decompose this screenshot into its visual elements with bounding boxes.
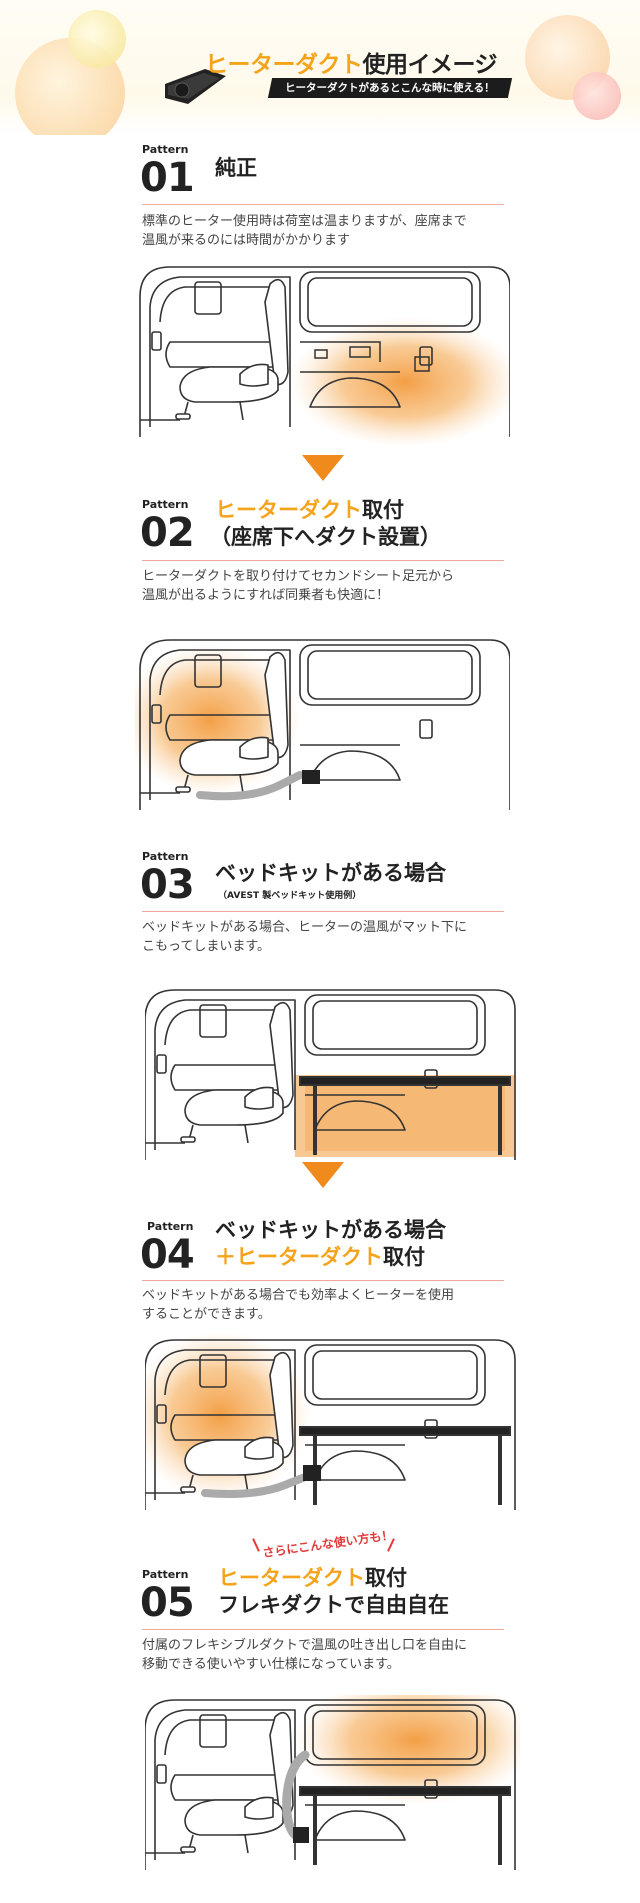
section-title: 純正 (215, 156, 257, 180)
van-illustration (139, 266, 510, 447)
section-title: ベッドキットがある場合 (215, 1218, 446, 1242)
pattern-number: 01 (140, 155, 195, 201)
van-illustration (145, 989, 516, 1161)
header-banner: ヒーターダクト使用イメージ ヒーターダクトがあるとこんな時に使える！ (0, 0, 640, 135)
page-title: ヒーターダクト使用イメージ (205, 52, 498, 78)
decor-bubble (573, 72, 621, 120)
separator (142, 204, 504, 205)
section-description: ベッドキットがある場合でも効率よくヒーターを使用することができます。 (142, 1288, 455, 1322)
separator (142, 1629, 504, 1630)
section-title: ヒーターダクト取付 (215, 498, 404, 522)
section-description: ベッドキットがある場合、ヒーターの温風がマット下にこもってしまいます。 (142, 920, 468, 954)
down-arrow-icon (302, 1162, 344, 1188)
pattern-number: 05 (140, 1580, 195, 1626)
section-note: （AVEST 製ベッドキット使用例） (218, 891, 362, 901)
section-description: 標準のヒーター使用時は荷室は温まりますが、座席まで温風が来るのには時間がかかりま… (142, 214, 467, 248)
decor-bubble (68, 10, 126, 68)
pattern-label: Pattern (142, 143, 189, 156)
section-description: ヒーターダクトを取り付けてセカンドシート足元から温風が出るようにすれば同乗者も快… (142, 569, 455, 603)
section-title-line2: フレキダクトで自由自在 (218, 1593, 449, 1617)
section-title-line2: （座席下へダクト設置） (210, 525, 441, 549)
pattern-label: Pattern (142, 850, 189, 863)
tag-mark (252, 1538, 260, 1552)
van-illustration (145, 1695, 520, 1871)
pattern-label: Pattern (142, 498, 189, 511)
section-title: ヒーターダクト取付 (218, 1566, 407, 1590)
van-illustration (135, 639, 510, 811)
separator (142, 560, 504, 561)
separator (142, 1280, 504, 1281)
section-title: ベッドキットがある場合 (215, 861, 446, 885)
pattern-number: 03 (140, 862, 195, 908)
pattern-number: 04 (140, 1232, 195, 1278)
van-illustration (145, 1335, 516, 1511)
section-title-line2: ＋ヒーターダクト取付 (215, 1245, 425, 1269)
heater-duct-icon (165, 69, 226, 104)
page-subtitle: ヒーターダクトがあるとこんな時に使える！ (267, 78, 513, 98)
extra-usage-tag: さらにこんな使い方も！ (261, 1527, 395, 1561)
down-arrow-icon (302, 455, 344, 481)
pattern-number: 02 (140, 510, 195, 556)
section-description: 付属のフレキシブルダクトで温風の吐き出し口を自由に移動できる使いやすい仕様になっ… (142, 1638, 468, 1672)
pattern-label: Pattern (147, 1220, 194, 1233)
pattern-label: Pattern (142, 1568, 189, 1581)
separator (142, 911, 504, 912)
